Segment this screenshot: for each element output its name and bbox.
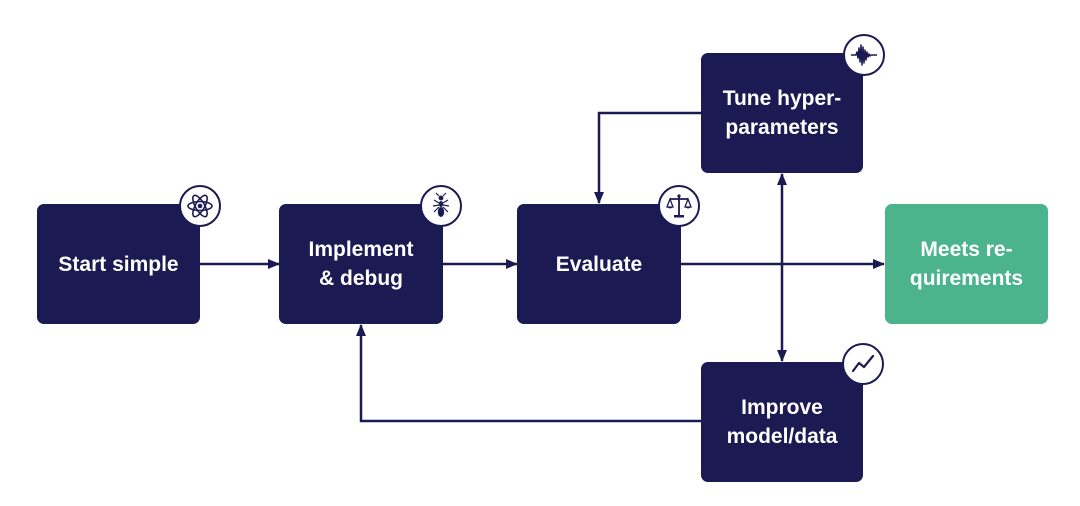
atom-icon	[179, 185, 221, 227]
node-start-simple-label: Start simple	[58, 252, 179, 276]
node-start-simple: Start simple	[37, 204, 200, 324]
node-tune-hyperparameters-label: Tune hyper- parameters	[722, 87, 842, 139]
node-meets-requirements-label: Meets re- quirements	[909, 238, 1024, 290]
ant-icon	[420, 185, 462, 227]
node-evaluate-label: Evaluate	[555, 252, 643, 276]
scales-icon	[658, 185, 700, 227]
waveform-icon	[843, 34, 885, 76]
node-implement-debug: Implement & debug	[279, 204, 443, 324]
node-improve-model-data-label: Improve model/data	[726, 396, 838, 448]
node-tune-hyperparameters: Tune hyper- parameters	[701, 53, 863, 173]
arrow-improve-to-implement	[356, 324, 701, 423]
trend-line-icon	[842, 343, 884, 385]
node-meets-requirements: Meets re- quirements	[885, 204, 1048, 324]
node-improve-model-data: Improve model/data	[701, 362, 863, 482]
node-implement-debug-label: Implement & debug	[308, 238, 414, 290]
arrow-tune-to-evaluate	[594, 111, 701, 204]
node-evaluate: Evaluate	[517, 204, 681, 324]
